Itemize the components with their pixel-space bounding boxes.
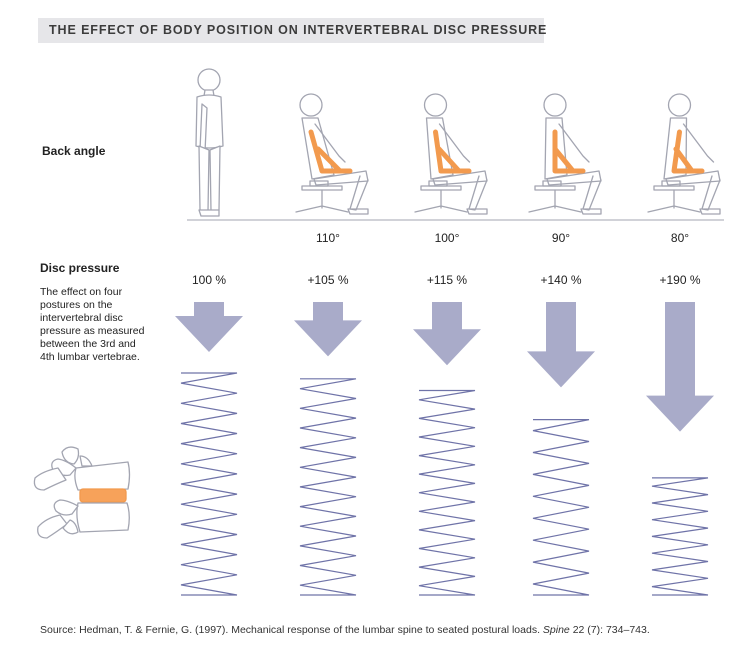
head [543, 93, 567, 117]
source-text: Source: Hedman, T. & Fernie, G. (1997). … [40, 624, 543, 636]
pressure-value: +115 % [427, 273, 467, 287]
pressure-arrow [294, 302, 362, 357]
description-line: pressure as measured [40, 325, 145, 337]
description-line: 4th lumbar vertebrae. [40, 351, 140, 363]
back-angle-value: 90° [552, 231, 570, 245]
back-angle-value: 110° [316, 231, 340, 245]
description-line: The effect on four [40, 286, 123, 298]
description-line: postures on the [40, 299, 113, 311]
pressure-arrows [175, 302, 714, 432]
angle-labels: 110° 100° 90° 80° [316, 231, 689, 245]
source-citation: Source: Hedman, T. & Fernie, G. (1997). … [40, 624, 650, 636]
pressure-arrow [646, 302, 714, 432]
source-journal: Spine [542, 624, 570, 636]
pressure-value: 100 % [192, 273, 226, 287]
back-angle-label: Back angle [42, 144, 106, 158]
angle-arc [673, 146, 695, 174]
disc-spring [299, 378, 357, 596]
description-text: The effect on four postures on the inter… [40, 286, 145, 363]
disc-pressure-diagram: Back angle Disc pressure The effect on f… [33, 68, 724, 596]
pressure-labels: 100 % +105 % +115 % +140 % +190 % [192, 273, 701, 287]
title-bar: THE EFFECT OF BODY POSITION ON INTERVERT… [38, 18, 548, 43]
disc-spring [180, 372, 238, 596]
seated-figure-icon [647, 93, 721, 215]
pressure-value: +190 % [659, 273, 700, 287]
pressure-value: +140 % [540, 273, 581, 287]
head [299, 93, 323, 117]
pressure-arrow [527, 302, 595, 388]
seated-figures [295, 93, 721, 215]
description-line: intervertebral disc [40, 312, 123, 324]
disc-pressure-label: Disc pressure [40, 261, 120, 275]
back-angle-value: 100° [435, 231, 460, 245]
disc-spring [532, 419, 590, 596]
source-suffix: 22 (7): 734–743. [569, 624, 650, 636]
head [423, 93, 448, 117]
disc-spring [651, 477, 709, 596]
angle-arc [552, 146, 576, 174]
back-angle-value: 80° [671, 231, 689, 245]
head [667, 93, 692, 117]
pressure-arrow [413, 302, 481, 366]
page-title: THE EFFECT OF BODY POSITION ON INTERVERT… [49, 23, 548, 37]
spine-vertebrae-icon [33, 446, 131, 539]
pressure-arrow [175, 302, 243, 352]
seated-figure-icon [528, 93, 602, 215]
back-angle-marker [308, 129, 353, 174]
disc-spring [418, 389, 476, 596]
angle-arc [315, 146, 343, 174]
angle-arc [436, 146, 462, 174]
description-line: between the 3rd and [40, 338, 136, 350]
seated-figure-icon [295, 93, 369, 215]
seated-figure-icon [414, 93, 488, 215]
springs [180, 372, 709, 596]
standing-figure-icon [195, 68, 224, 217]
pressure-value: +105 % [307, 273, 348, 287]
